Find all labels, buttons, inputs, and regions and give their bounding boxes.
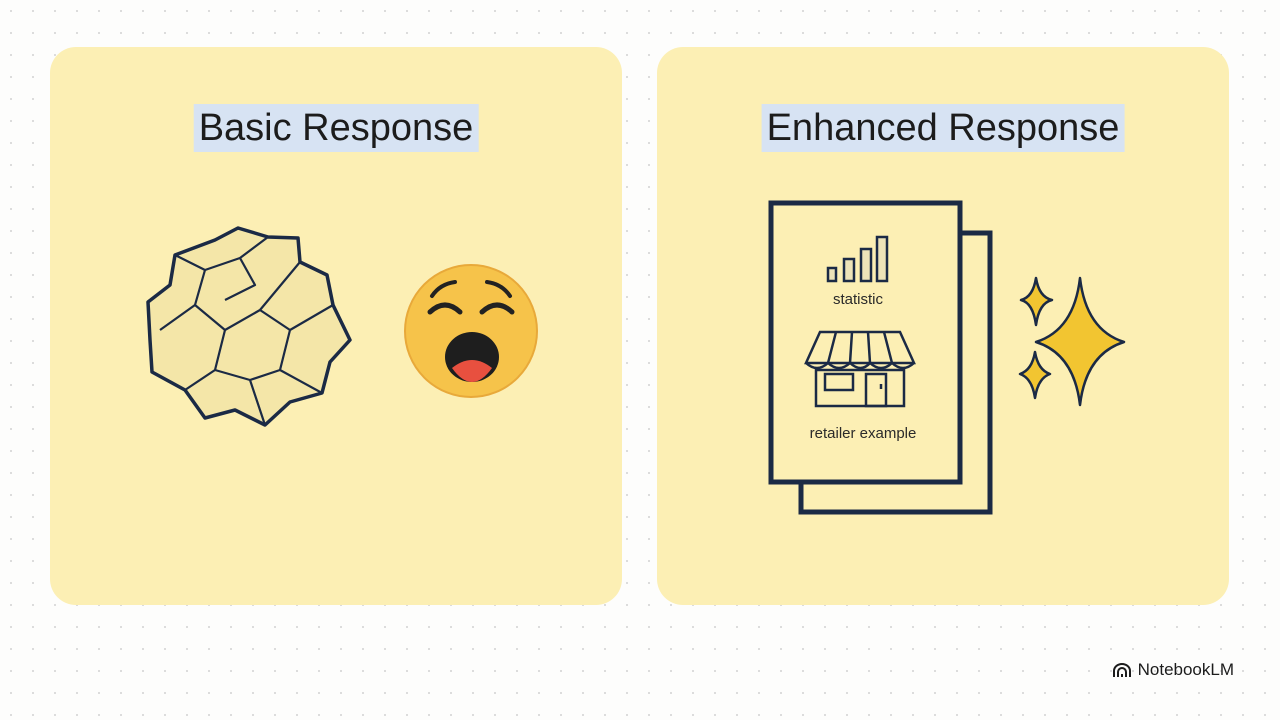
notebooklm-logo: NotebookLM — [1112, 660, 1234, 680]
retailer-example-label: retailer example — [809, 425, 917, 442]
document-stack-icon — [768, 200, 993, 515]
bar-chart-icon — [826, 235, 889, 283]
enhanced-response-title: Enhanced Response — [761, 104, 1125, 152]
brand-name: NotebookLM — [1137, 660, 1234, 679]
yawning-face-icon — [404, 264, 538, 398]
notebooklm-logo-icon — [1112, 663, 1131, 677]
crumpled-paper-icon — [146, 226, 352, 427]
enhanced-response-panel: Enhanced Response — [657, 47, 1229, 605]
statistic-label: statistic — [832, 291, 884, 308]
basic-response-title: Basic Response — [193, 104, 479, 152]
sparkles-icon — [1018, 276, 1126, 407]
storefront-icon — [804, 330, 916, 408]
